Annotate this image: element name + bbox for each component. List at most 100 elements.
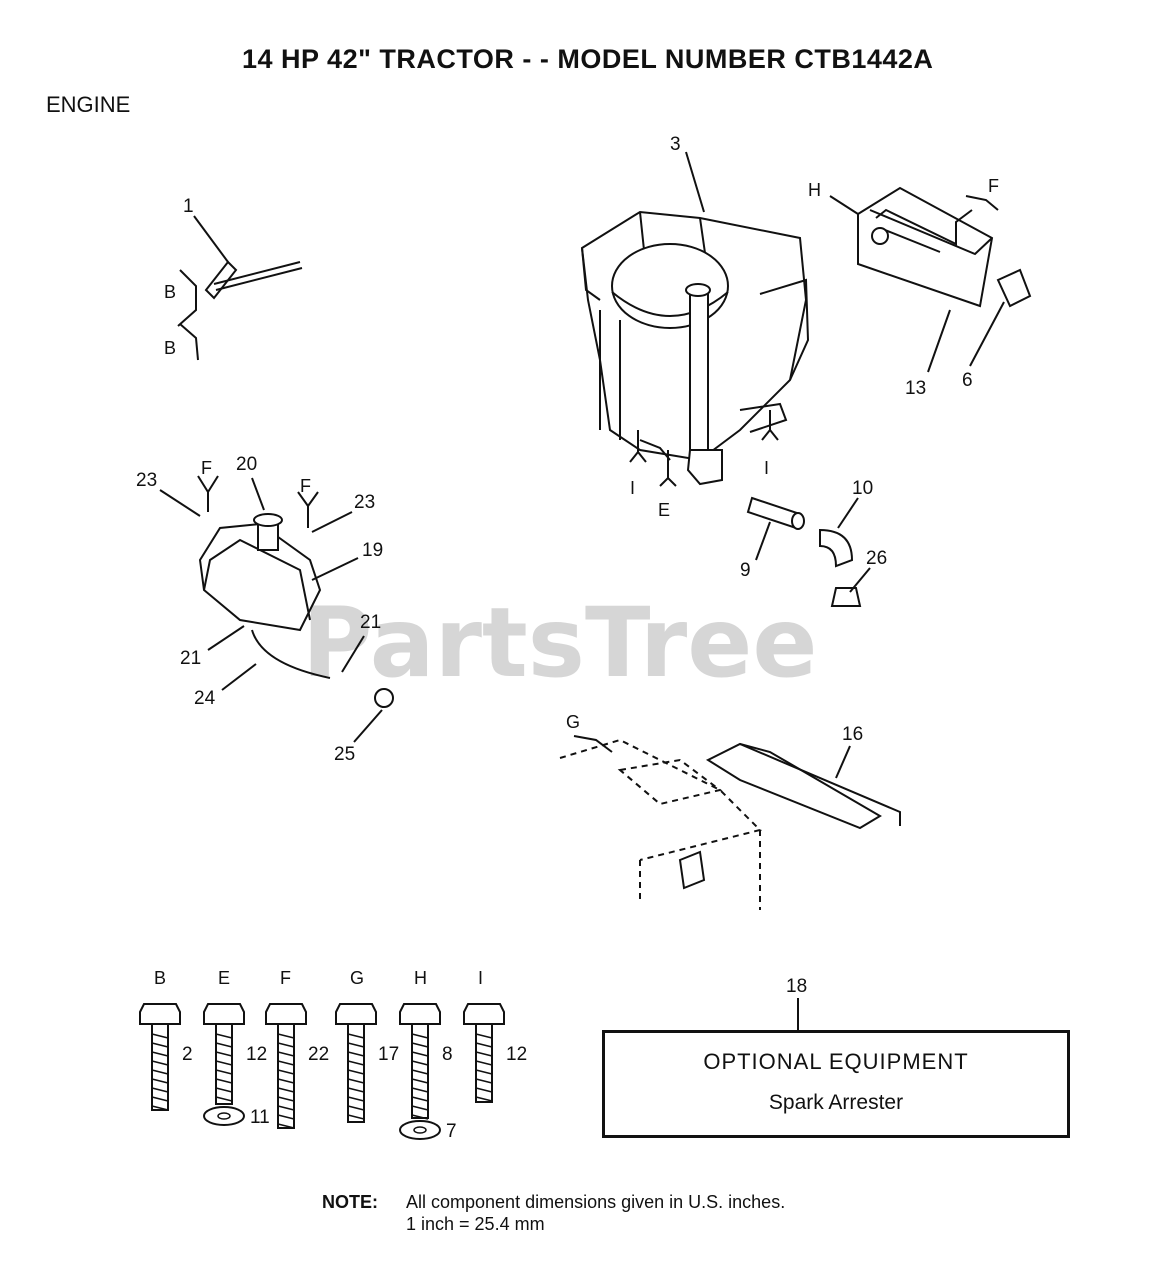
leader-21a xyxy=(207,625,245,651)
leader-10 xyxy=(837,497,859,529)
bolt-thread xyxy=(347,1033,365,1039)
washer-hole xyxy=(413,1126,427,1134)
fastener-e: E 12 11 xyxy=(203,968,270,1128)
bolt-thread xyxy=(151,1042,169,1048)
ref-letter-g: G xyxy=(566,712,580,732)
bolt-thread xyxy=(277,1096,295,1102)
ref-letter-e: E xyxy=(658,500,670,520)
fastener-f: F 22 xyxy=(265,968,329,1129)
bolt-thread xyxy=(347,1051,365,1057)
bolt-thread xyxy=(277,1042,295,1048)
note-label: NOTE: xyxy=(322,1192,378,1212)
fastener-letter: H xyxy=(414,968,427,988)
leader-23b xyxy=(311,511,353,533)
bolt-head xyxy=(139,1003,181,1025)
filter-part-25 xyxy=(374,688,394,708)
bolt-thread xyxy=(411,1078,429,1084)
fastener-letter: F xyxy=(280,968,291,988)
bolt-shank xyxy=(277,1023,295,1129)
fastener-h: H87 xyxy=(399,968,457,1142)
callout-24: 24 xyxy=(194,688,216,709)
ref-letter-b1: B xyxy=(164,282,176,302)
bolt-thread xyxy=(411,1051,429,1057)
bolt-head xyxy=(463,1003,505,1025)
ref-letter-b2: B xyxy=(164,338,176,358)
bolt-thread xyxy=(277,1114,295,1120)
pipe-part-9 xyxy=(746,496,805,530)
fastener-letter: B xyxy=(154,968,166,988)
bolt-thread xyxy=(475,1033,493,1039)
washer-part-number: 11 xyxy=(250,1107,270,1128)
bolt-thread xyxy=(347,1096,365,1102)
washer-part-number: 7 xyxy=(446,1121,457,1142)
callout-23a: 23 xyxy=(136,470,157,491)
fastener-letter: G xyxy=(350,968,364,988)
bolt-thread xyxy=(277,1087,295,1093)
ref-letter-f3: F xyxy=(988,176,999,196)
bolt-head xyxy=(399,1003,441,1025)
bolt-thread xyxy=(411,1096,429,1102)
bolt-thread xyxy=(411,1033,429,1039)
callout-25: 25 xyxy=(334,744,355,765)
bolt-thread xyxy=(475,1087,493,1093)
note-conversion-text: 1 inch = 25.4 mm xyxy=(406,1214,545,1234)
callout-23b: 23 xyxy=(354,492,375,513)
leader-13 xyxy=(927,309,951,373)
washer-hole xyxy=(217,1112,231,1120)
bolt-thread xyxy=(475,1042,493,1048)
fastener-letter: E xyxy=(218,968,230,988)
optional-equipment-heading: OPTIONAL EQUIPMENT xyxy=(703,1049,969,1074)
callout-labels: 1 3 6 9 10 13 16 18 19 20 21 21 23 23 24… xyxy=(136,134,973,997)
elbow-part-10 xyxy=(819,528,854,568)
bolt-thread xyxy=(277,1051,295,1057)
leader-16 xyxy=(835,745,851,779)
bolt-thread xyxy=(215,1078,233,1084)
callout-10: 10 xyxy=(852,478,873,499)
bolt-thread xyxy=(411,1069,429,1075)
ref-letter-h: H xyxy=(808,180,821,200)
bolt-thread xyxy=(475,1078,493,1084)
bolt-thread xyxy=(277,1033,295,1039)
note-dimensions-text: All component dimensions given in U.S. i… xyxy=(406,1192,786,1212)
bolt-thread xyxy=(411,1042,429,1048)
ref-letter-i1: I xyxy=(630,478,635,498)
bolt-thread xyxy=(215,1096,233,1102)
bolt-thread xyxy=(277,1078,295,1084)
bolt-thread xyxy=(347,1042,365,1048)
callout-21a: 21 xyxy=(180,648,201,669)
bolt-thread xyxy=(151,1078,169,1084)
callout-9: 9 xyxy=(740,560,751,581)
fuel-tank-part-19 xyxy=(198,513,322,632)
fastener-part-number: 12 xyxy=(506,1044,527,1065)
muffler-part-13 xyxy=(829,186,994,308)
bolt-thread xyxy=(215,1051,233,1057)
fastener-part-number: 2 xyxy=(182,1044,193,1065)
callout-19: 19 xyxy=(362,540,383,561)
bolt-thread xyxy=(215,1033,233,1039)
bolt-thread xyxy=(277,1123,295,1129)
leader-1 xyxy=(193,215,229,263)
page-title: 14 HP 42" TRACTOR - - MODEL NUMBER CTB14… xyxy=(242,44,934,74)
fastener-part-number: 22 xyxy=(308,1044,329,1065)
optional-equipment-item: Spark Arrester xyxy=(768,1091,904,1114)
bolt-thread xyxy=(151,1105,169,1111)
bolt-thread xyxy=(215,1060,233,1066)
bolt-thread xyxy=(215,1087,233,1093)
deck-part-16 xyxy=(559,738,901,910)
fastener-b: B2 xyxy=(139,968,193,1111)
bolt-thread xyxy=(151,1051,169,1057)
leader-19 xyxy=(311,557,359,581)
fuel-line-part-24 xyxy=(251,629,331,679)
bolt-thread xyxy=(277,1060,295,1066)
fastener-part-number: 12 xyxy=(246,1044,267,1065)
engine-part-3 xyxy=(580,210,810,486)
fastener-i: I12 xyxy=(463,968,527,1103)
callout-21b: 21 xyxy=(360,612,381,633)
leader-20 xyxy=(251,477,265,511)
ref-letter-f1: F xyxy=(201,458,212,478)
fastener-part-number: 17 xyxy=(378,1044,399,1065)
bolt-thread xyxy=(411,1087,429,1093)
fastener-g: G 17 xyxy=(335,968,399,1123)
watermark-text: PartsTree xyxy=(302,587,817,699)
